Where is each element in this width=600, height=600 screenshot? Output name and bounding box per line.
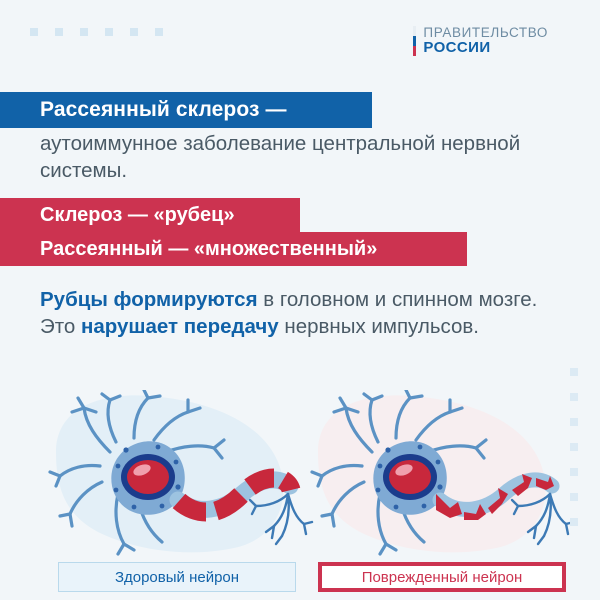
dot-square	[570, 368, 578, 376]
dot-square	[570, 518, 578, 526]
blue-title-banner: Рассеянный склероз —	[0, 92, 372, 128]
healthy-axon-terminals	[248, 492, 314, 546]
dot-square	[570, 493, 578, 501]
logo-top-line: ПРАВИТЕЛЬСТВО	[423, 25, 548, 40]
dot-square	[30, 28, 38, 36]
healthy-neuron-illustration	[48, 388, 314, 556]
definition-paragraph: аутоиммунное заболевание центральной нер…	[40, 132, 521, 183]
damaged-neuron-label-text: Поврежденный нейрон	[361, 568, 523, 586]
decorative-dot-column	[570, 368, 578, 526]
damaged-nucleus-highlight	[395, 464, 413, 476]
scars-paragraph: Рубцы формируются в головном и спинном м…	[40, 286, 570, 340]
dot-square	[570, 393, 578, 401]
damaged-neuron-card: Поврежденный нейрон	[300, 388, 580, 600]
healthy-neuron-card: Здоровый нейрон	[38, 388, 318, 600]
damaged-organelles	[375, 444, 443, 510]
government-of-russia-logo: ПРАВИТЕЛЬСТВО РОССИИ	[413, 25, 548, 57]
dot-square	[155, 28, 163, 36]
flag-bar-icon	[413, 26, 417, 56]
healthy-organelles	[113, 444, 181, 510]
red-line-1: Склероз — «рубец»	[0, 198, 300, 232]
damaged-myelin-plaques	[436, 474, 554, 520]
red-etymology-banner: Склероз — «рубец» Рассеянный — «множеств…	[0, 198, 467, 266]
damaged-neuron-label: Поврежденный нейрон	[318, 562, 566, 592]
dot-square	[105, 28, 113, 36]
healthy-neuron-label: Здоровый нейрон	[58, 562, 296, 592]
scars-paragraph-text: нервных импульсов.	[278, 315, 479, 339]
dot-square	[570, 443, 578, 451]
healthy-nucleus-highlight	[133, 464, 151, 476]
dot-square	[80, 28, 88, 36]
logo-bottom-line: РОССИИ	[423, 39, 491, 57]
healthy-myelin-sheath	[172, 468, 301, 522]
damaged-neuron-illustration	[310, 388, 576, 556]
header: ПРАВИТЕЛЬСТВО РОССИИ	[0, 0, 600, 80]
dot-square	[570, 468, 578, 476]
scars-paragraph-highlight: Рубцы формируются	[40, 288, 258, 311]
scars-paragraph-text: в головном и спинном мозге. Это	[40, 288, 538, 339]
healthy-neuron-label-text: Здоровый нейрон	[114, 568, 240, 586]
dot-square	[570, 418, 578, 426]
neuron-comparison: Здоровый нейрон	[0, 388, 600, 600]
blue-title-text: Рассеянный склероз —	[40, 98, 287, 121]
red-line-2: Рассеянный — «множественный»	[0, 232, 467, 266]
decorative-dot-row	[30, 28, 163, 36]
dot-square	[130, 28, 138, 36]
scars-paragraph-highlight: нарушает передачу	[81, 315, 279, 339]
dot-square	[55, 28, 63, 36]
